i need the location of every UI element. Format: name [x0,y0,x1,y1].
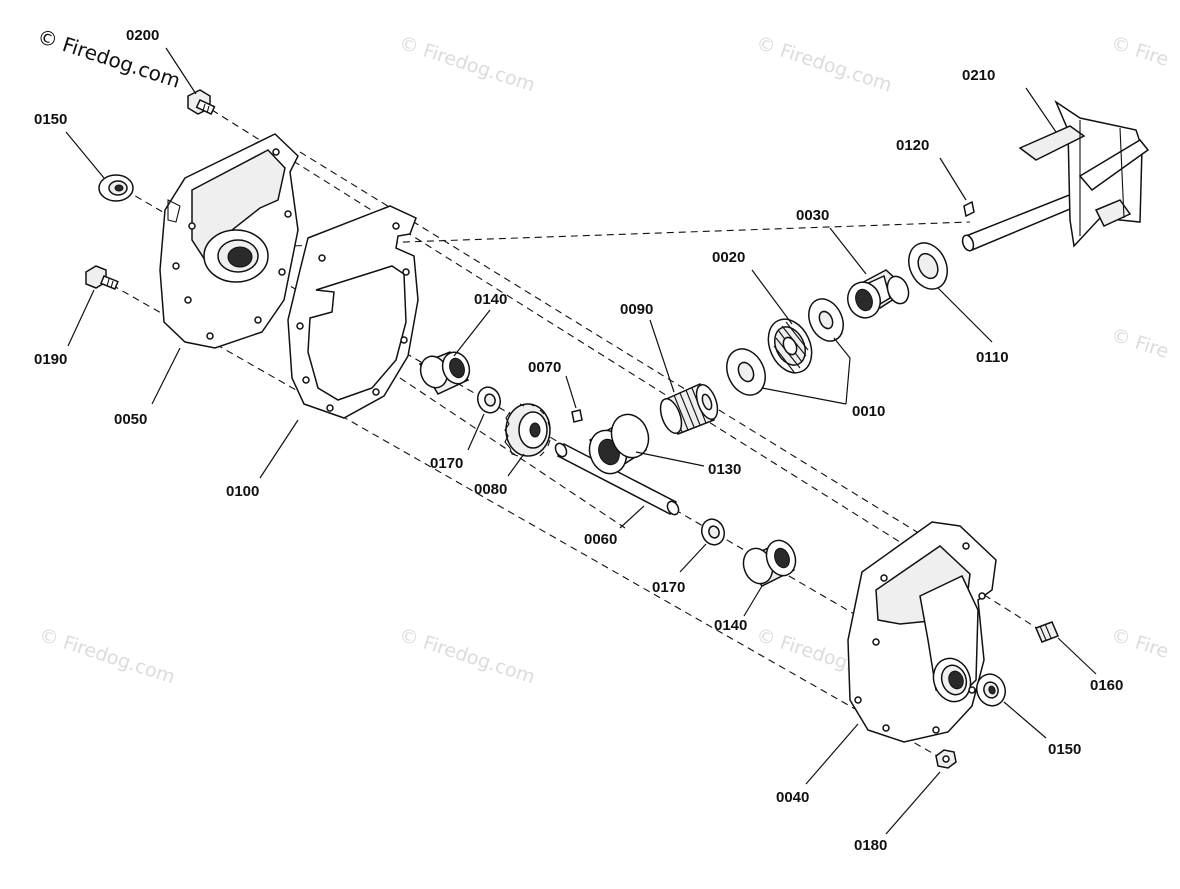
label-0200: 0200 [126,27,159,44]
assembly-line [339,337,626,529]
bearing-0020 [767,318,813,374]
label-0100: 0100 [226,483,259,500]
gear-0080 [504,403,551,457]
setscrew-0160 [1035,621,1059,643]
label-0020: 0020 [712,249,745,266]
washer-0110 [908,242,948,290]
gasket-0100 [287,205,419,419]
bolt-0190 [85,265,119,291]
key-0120 [963,200,975,218]
label-0190: 0190 [34,351,67,368]
label-0090: 0090 [620,301,653,318]
label-0080: 0080 [474,481,507,498]
label-0030: 0030 [796,207,829,224]
assembly-line [124,189,986,691]
label-0040: 0040 [776,789,809,806]
washer-0170-bottom [700,518,726,546]
label-0140-bottom: 0140 [714,617,747,634]
label-0160: 0160 [1090,677,1123,694]
assembly-line [111,284,949,763]
label-0210: 0210 [962,67,995,84]
label-0070: 0070 [528,359,561,376]
washers-0010 [726,298,844,396]
watermark-tile: © Fire [1108,624,1171,663]
label-0050: 0050 [114,411,147,428]
watermark-tile: © Firedog.com [396,624,537,689]
label-0140-top: 0140 [474,291,507,308]
washer-0170-top [476,386,502,414]
part-labels: 0200 0150 0190 0050 0100 0140 0170 0070 … [34,27,1123,854]
label-0120: 0120 [896,137,929,154]
copyright-notice: © Firedog.com [34,24,183,93]
shaft-0060 [554,442,680,516]
label-0110: 0110 [976,349,1009,366]
watermark-tile: © Fire [1108,324,1171,363]
bushing-0140-bottom [742,539,797,587]
label-0170-bottom: 0170 [652,579,685,596]
bolt-0200 [187,89,216,116]
label-0150-top: 0150 [34,111,67,128]
housing-0050 [159,133,299,349]
label-0130: 0130 [708,461,741,478]
watermark-tile: © Firedog.com [396,32,537,97]
bushing-0140-top [418,351,471,395]
worm-0090 [659,382,719,435]
assembly-line [211,109,1041,631]
label-0180: 0180 [854,837,887,854]
impeller-0210 [961,99,1150,252]
label-0150-bottom: 0150 [1048,741,1081,758]
watermark-tile: © Firedog.com [36,624,177,689]
key-0070 [571,409,583,423]
nut-0150-bottom [976,673,1006,707]
leader-lines [65,47,1097,835]
label-0060: 0060 [584,531,617,548]
housing-0040 [847,521,997,743]
nut-0150-top [98,174,134,202]
label-0170-top: 0170 [430,455,463,472]
watermark-tile: © Firedog.com [753,32,894,97]
bushing-0030 [847,269,910,319]
hexnut-0180 [935,749,957,769]
sleeve-0130 [588,413,650,475]
watermark-tile: © Fire [1108,32,1171,71]
label-0010: 0010 [852,403,885,420]
